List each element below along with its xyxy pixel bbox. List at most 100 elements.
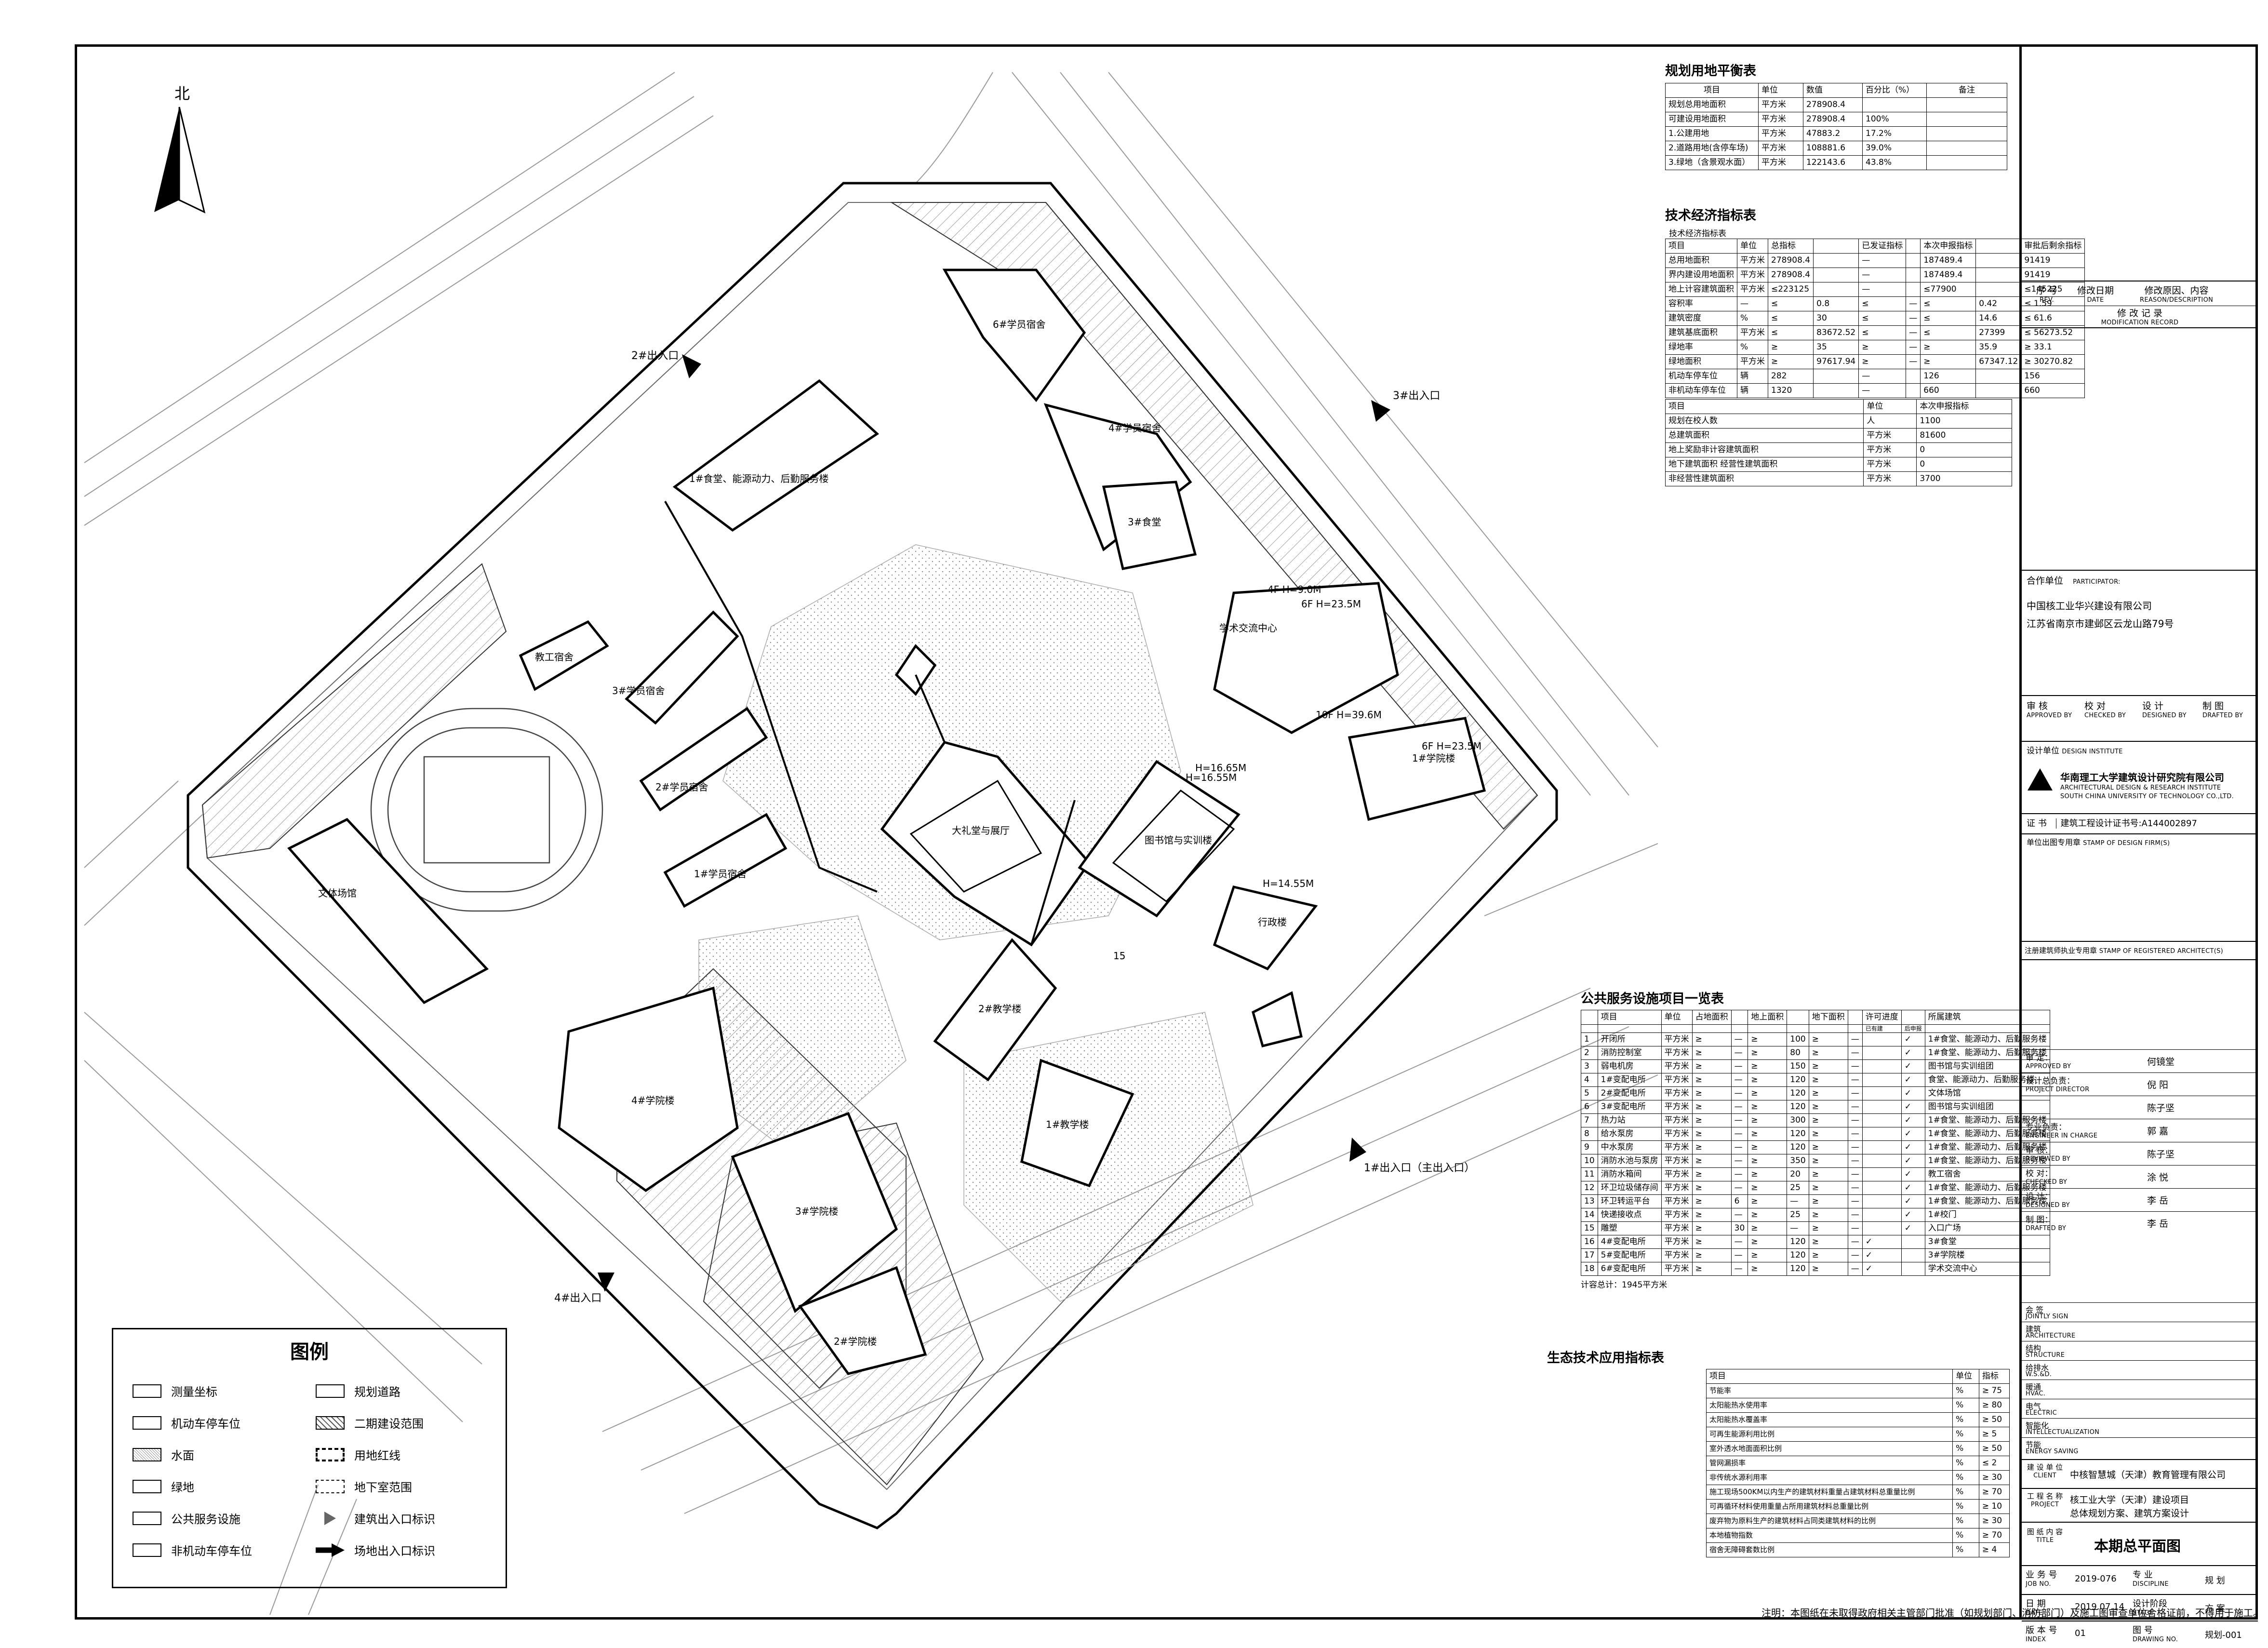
table-header: 项目单位占地面积地上面积地下面积许可进度所属建筑 [1581, 1010, 2050, 1025]
table-row: 宿舍无障碍套数比例%≥ 4 [1706, 1542, 2010, 1557]
eco-title: 生态技术应用指标表 [1547, 1351, 1664, 1366]
label-academic: 学术交流中心 [1219, 622, 1277, 634]
participant-section: 合作单位 PARTICIPATOR: 中国核工业华兴建设有限公司 江苏省南京市建… [2022, 570, 2258, 696]
facilities-total: 计容总计：1945平方米 [1581, 1280, 1668, 1290]
label-sports: 文体场馆 [318, 887, 357, 899]
revision-record: 序 号 REV. 修改日期 DATE 修改原因、内容 REASON/DESCRI… [2022, 281, 2258, 328]
table-row: 管网漏损率%≤ 2 [1706, 1456, 2010, 1471]
site-plan: 北 2#出入口 3#出入口 1#出入口（主出入口） 4#出入口 大礼堂与展厅 图… [84, 72, 1658, 1615]
land-balance-title: 规划用地平衡表 [1665, 64, 1756, 79]
north-arrow-icon [154, 107, 206, 214]
bike-parking-icon [133, 1543, 161, 1557]
tech-index-subtitle: 技术经济指标表 [1669, 229, 1726, 239]
table-row: 废弃物为原料生产的建筑材料占同类建筑材料的比例%≥ 30 [1706, 1514, 2010, 1528]
legend-label: 地下室范围 [354, 1481, 412, 1494]
phase2-hatch-icon [316, 1416, 345, 1430]
table-row: 绿地率%≥35≥—≥35.9≥ 33.1 [1665, 340, 2085, 355]
table-row: 地上计容建筑面积平方米≤223125—≤77900≤145225 [1665, 282, 2085, 297]
label-college1: 1#学院楼 [1412, 752, 1455, 764]
label-dorm2: 2#学员宿舍 [655, 781, 708, 793]
legend-label: 用地红线 [354, 1449, 400, 1462]
site-boundary [187, 182, 1558, 1529]
th-remark: 备注 [1926, 83, 2007, 98]
table-header: 项目单位总指标已发证指标本次申报指标审批后剩余指标 [1665, 239, 2085, 254]
car-parking-icon [133, 1416, 161, 1430]
design-institute: 设计单位 DESIGN INSTITUTE 华南理工大学建筑设计研究院有限公司 … [2022, 741, 2258, 814]
legend-label: 场地出入口标识 [354, 1544, 435, 1558]
table-header: 项目单位指标 [1706, 1369, 2010, 1384]
label-library: 图书馆与实训楼 [1145, 834, 1212, 846]
label-college1-h: 6F H=23.5M [1422, 740, 1481, 752]
label-college3: 3#学院楼 [795, 1206, 838, 1217]
legend-panel: 图例 测量坐标规划道路机动车停车位二期建设范围水面用地红线绿地地下室范围公共服务… [112, 1328, 507, 1588]
label-admin: 行政楼 [1258, 916, 1287, 928]
legend-label: 公共服务设施 [171, 1513, 240, 1526]
building-entry-icon [324, 1512, 336, 1525]
label-canteen3: 3#食堂 [1128, 516, 1161, 528]
institute-logo-icon [2028, 768, 2053, 791]
legend-label: 规划道路 [354, 1385, 400, 1399]
basement-boundary-icon [316, 1480, 345, 1493]
entrance-1: 1#出入口（主出入口） [1364, 1162, 1475, 1174]
label-teach1: 1#教学楼 [1046, 1119, 1089, 1130]
legend-title: 图例 [290, 1341, 329, 1363]
tech-index-title: 技术经济指标表 [1665, 208, 1756, 223]
label-dorm4: 4#学员宿舍 [1108, 422, 1161, 434]
label-academic-h1: 4F H=9.0M [1267, 584, 1321, 595]
legend-label: 非机动车停车位 [171, 1544, 252, 1558]
footnote: 注明：本图纸在未取得政府相关主管部门批准（如规划部门、消防部门）及施工图审查单位… [1761, 1607, 2263, 1619]
table-row: 本地植物指数%≥ 70 [1706, 1528, 2010, 1543]
label-academic-h2: 6F H=23.5M [1301, 598, 1361, 610]
entrance-4: 4#出入口 [554, 1292, 601, 1304]
north-label: 北 [174, 84, 190, 103]
legend-label: 测量坐标 [171, 1385, 217, 1399]
th-item: 项目 [1665, 83, 1759, 98]
facilities-title: 公共服务设施项目一览表 [1581, 991, 1724, 1006]
entrance-3: 3#出入口 [1393, 390, 1440, 402]
table-row: 非传统水源利用率%≥ 30 [1706, 1470, 2010, 1485]
table-row: 施工现场500KM以内生产的建筑材料重量占建筑材料总重量比例%≥ 70 [1706, 1485, 2010, 1500]
